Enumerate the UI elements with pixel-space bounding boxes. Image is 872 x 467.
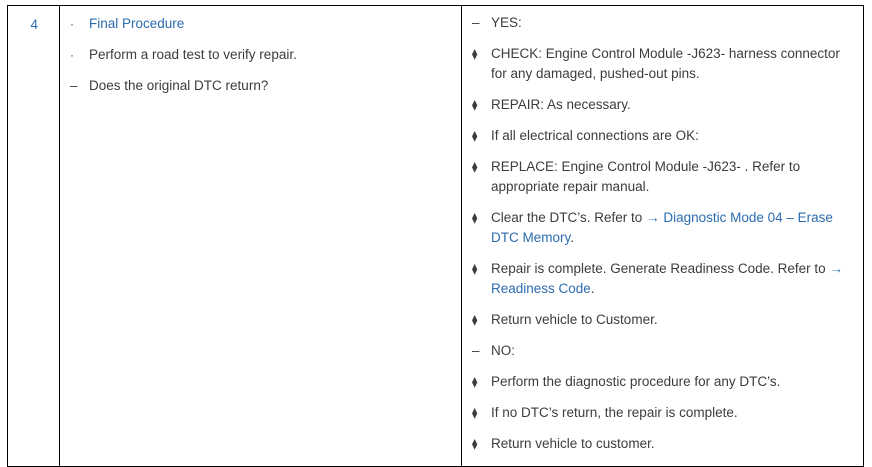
- dot-bullet-icon: ·: [70, 48, 74, 62]
- dash-bullet-icon: –: [472, 343, 480, 358]
- list-item: ◆ REPLACE: Engine Control Module -J623- .…: [462, 157, 853, 197]
- right-arrow-icon: →: [829, 261, 843, 276]
- list-item-text: YES:: [491, 15, 522, 30]
- diagnostic-procedure-table: 4 · Final Procedure · Perform a road test t…: [7, 5, 864, 467]
- lozenge-bullet-icon: ◆: [472, 405, 478, 421]
- lozenge-bullet-icon: ◆: [472, 210, 478, 226]
- lozenge-bullet-icon: ◆: [472, 261, 478, 277]
- dash-bullet-icon: –: [70, 78, 78, 93]
- list-item-text: Return vehicle to Customer.: [491, 312, 658, 327]
- dash-bullet-icon: –: [472, 15, 480, 30]
- cross-reference-link[interactable]: → Readiness Code: [491, 261, 843, 296]
- list-item: –NO:: [462, 341, 853, 361]
- list-item: –Does the original DTC return?: [60, 76, 451, 96]
- list-item: ◆ Return vehicle to customer.: [462, 434, 853, 454]
- list-item: ◆ Perform the diagnostic procedure for an…: [462, 372, 853, 392]
- list-item-text: NO:: [491, 343, 516, 358]
- list-item-text: Perform the diagnostic procedure for any…: [491, 374, 781, 389]
- list-item: ◆ Clear the DTC’s. Refer to → Diagnostic …: [462, 208, 853, 248]
- table-row: 4 · Final Procedure · Perform a road test t…: [7, 5, 864, 467]
- list-item: ◆ REPAIR: As necessary.: [462, 95, 853, 115]
- list-item: · Final Procedure: [60, 14, 451, 34]
- cross-reference-link[interactable]: → Diagnostic Mode 04 – Erase DTC Memory: [491, 210, 833, 245]
- list-item-text: If all electrical connections are OK:: [491, 128, 699, 143]
- lozenge-bullet-icon: ◆: [472, 128, 478, 144]
- list-item-text: REPLACE: Engine Control Module -J623- . …: [491, 159, 801, 194]
- list-item-text: Repair is complete. Generate Readiness C…: [491, 261, 843, 296]
- list-item: –YES:: [462, 13, 853, 33]
- dot-bullet-icon: ·: [70, 17, 74, 31]
- list-item: ◆ Return vehicle to Customer.: [462, 310, 853, 330]
- list-item-text: CHECK: Engine Control Module -J623- harn…: [491, 46, 840, 81]
- lozenge-bullet-icon: ◆: [472, 436, 478, 452]
- list-item-text: REPAIR: As necessary.: [491, 97, 631, 112]
- list-item: ◆ If all electrical connections are OK:: [462, 126, 853, 146]
- lozenge-bullet-icon: ◆: [472, 46, 478, 62]
- right-bullet-list: –YES:◆CHECK: Engine Control Module -J623…: [462, 6, 863, 466]
- list-item: · Perform a road test to verify repair.: [60, 45, 451, 65]
- list-item-text: Does the original DTC return?: [89, 78, 269, 93]
- left-bullet-list: · Final Procedure · Perform a road test to …: [60, 6, 461, 108]
- lozenge-bullet-icon: ◆: [472, 312, 478, 328]
- list-item: ◆ Repair is complete. Generate Readiness …: [462, 259, 853, 299]
- lozenge-bullet-icon: ◆: [472, 97, 478, 113]
- list-item-text: If no DTC’s return, the repair is comple…: [491, 405, 738, 420]
- list-item-text: Return vehicle to customer.: [491, 436, 655, 451]
- cross-reference-link[interactable]: Final Procedure: [89, 16, 185, 31]
- lozenge-bullet-icon: ◆: [472, 374, 478, 390]
- list-item-text: Perform a road test to verify repair.: [89, 47, 297, 62]
- test-result-cell: –YES:◆CHECK: Engine Control Module -J623…: [461, 5, 864, 467]
- list-item-text: Clear the DTC’s. Refer to → Diagnostic M…: [491, 210, 833, 245]
- lozenge-bullet-icon: ◆: [472, 159, 478, 175]
- list-item-text: Final Procedure: [89, 16, 184, 31]
- step-number-cell: 4: [7, 5, 60, 467]
- step-number: 4: [30, 17, 38, 32]
- right-arrow-icon: →: [646, 210, 664, 225]
- list-item: ◆ If no DTC’s return, the repair is compl…: [462, 403, 853, 423]
- test-condition-cell: · Final Procedure · Perform a road test to …: [59, 5, 462, 467]
- list-item: ◆ CHECK: Engine Control Module -J623- har…: [462, 44, 853, 84]
